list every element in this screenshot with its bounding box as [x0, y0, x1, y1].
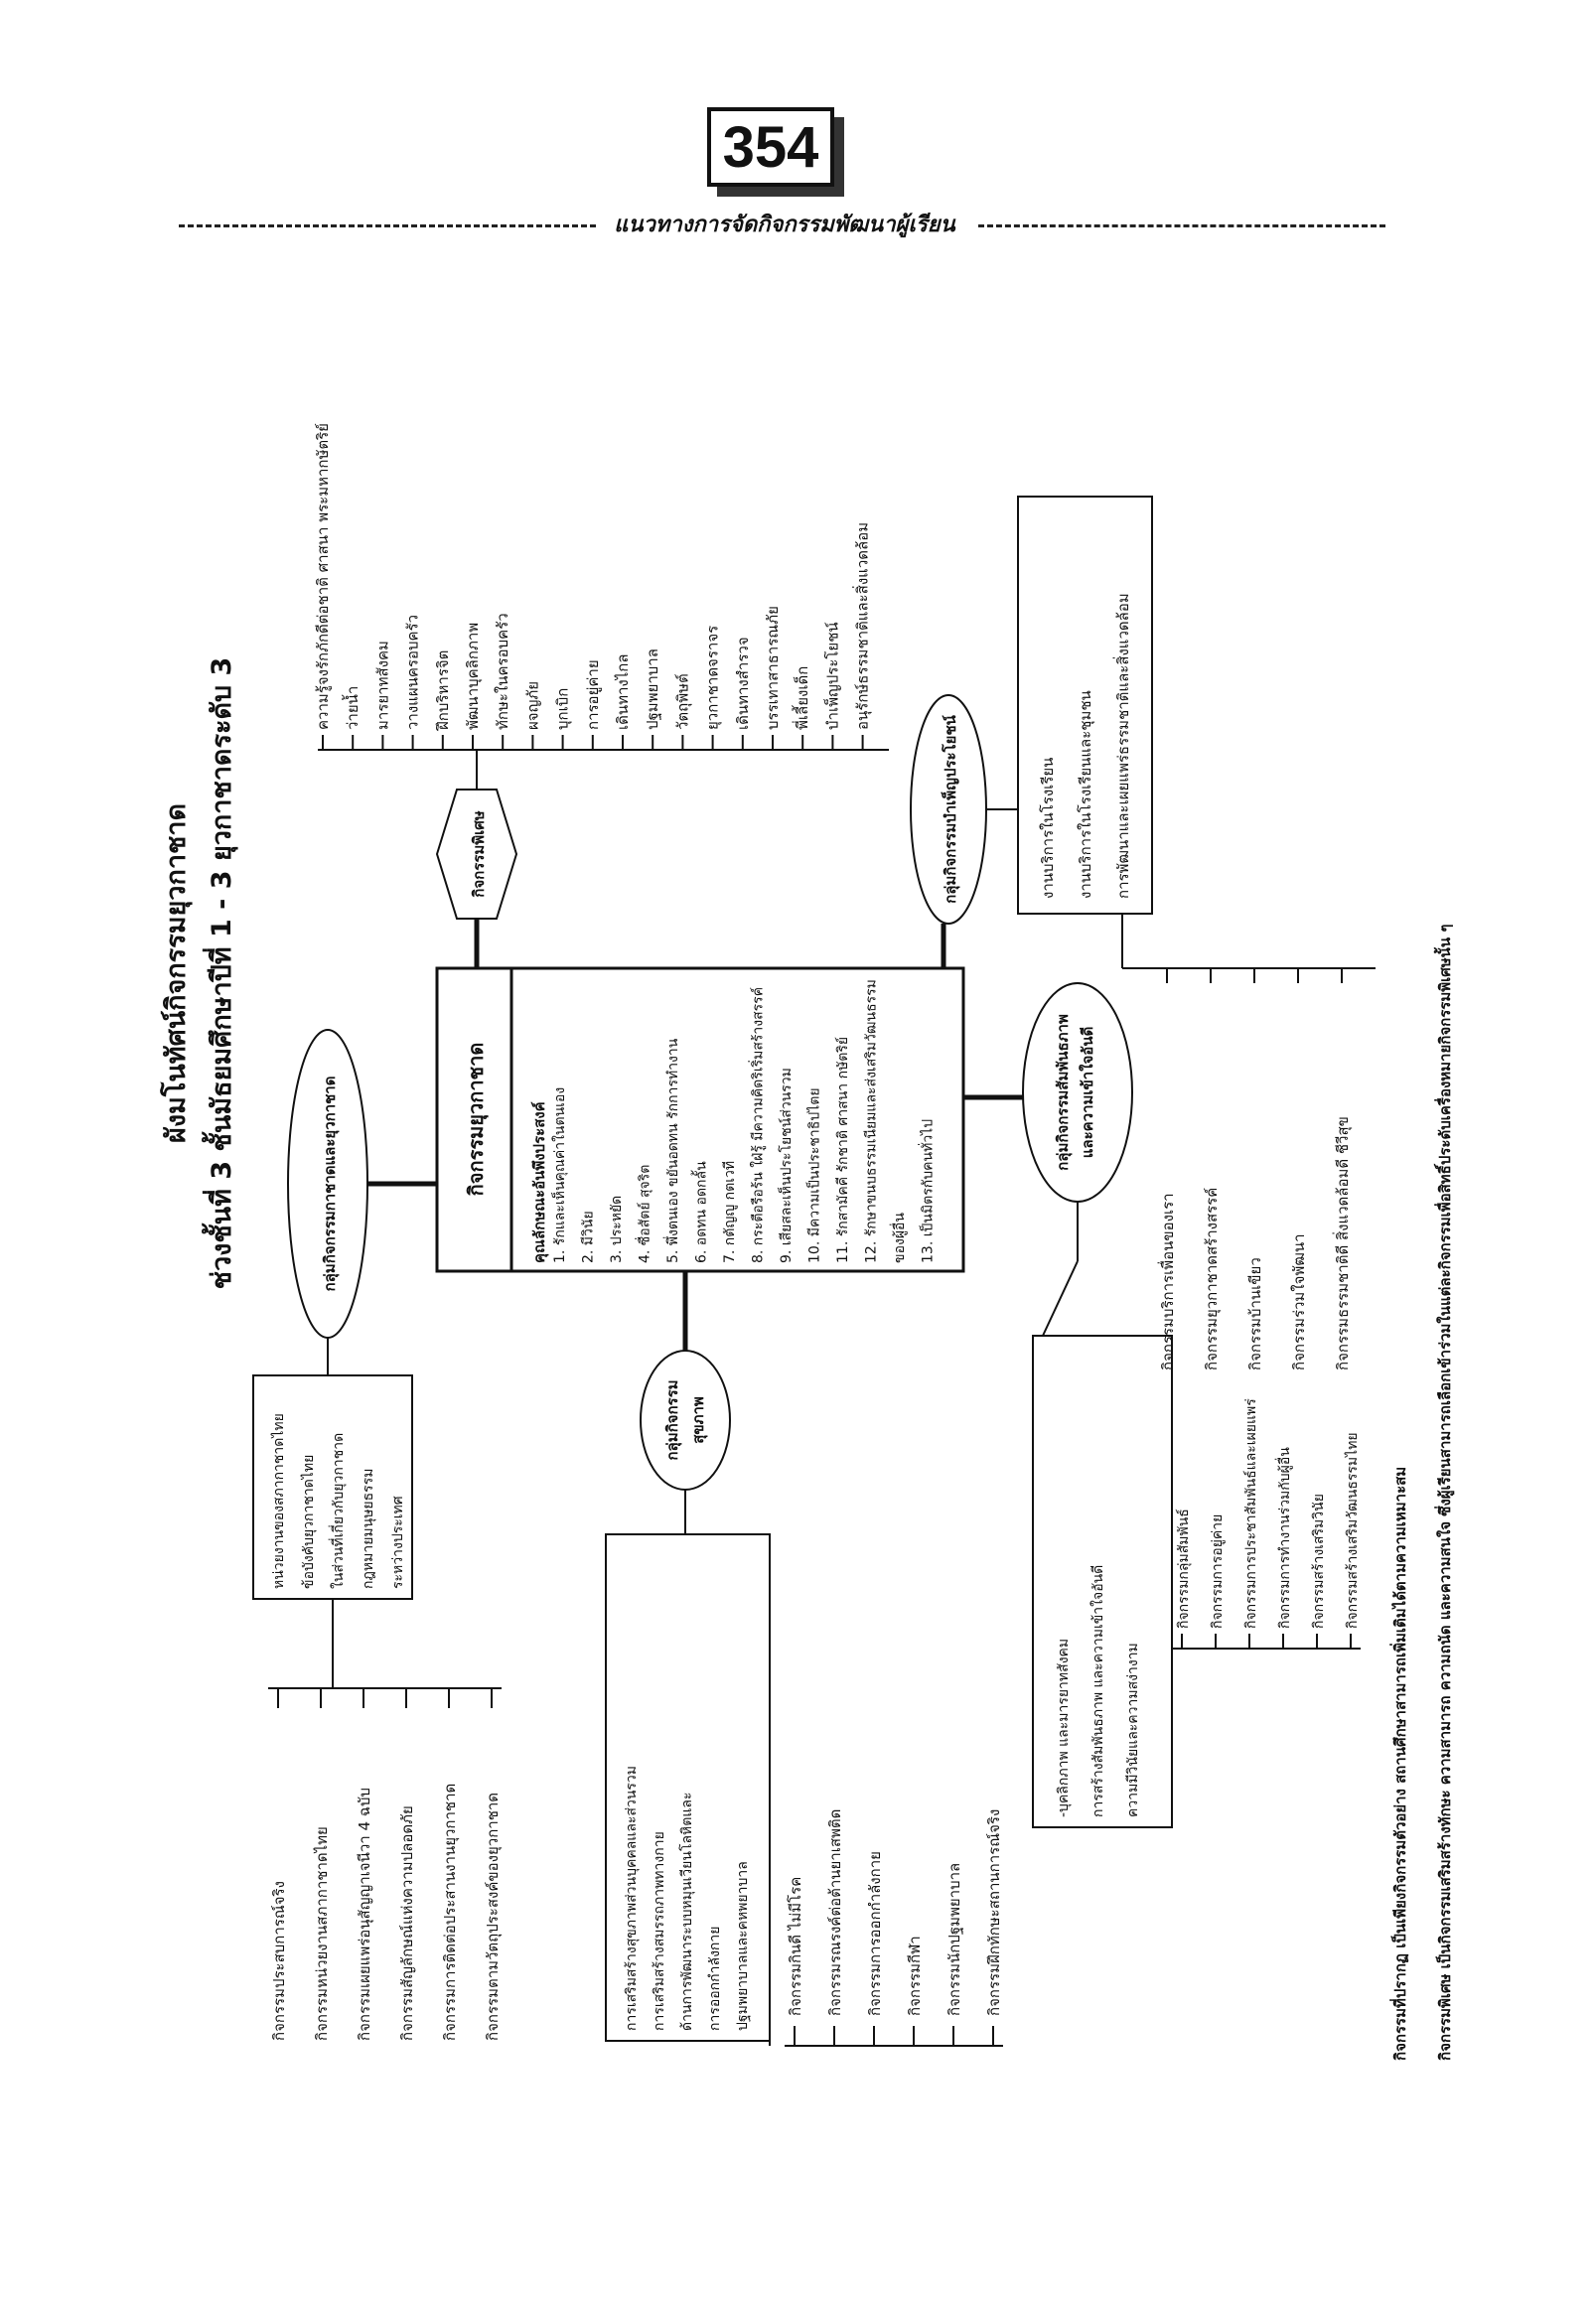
- health-item: กิจกรรมรณรงค์ต่อต้านยาเสพติด: [826, 1809, 844, 2016]
- health-box-line: การเสริมสร้างสุขภาพส่วนบุคคลและส่วนรวม: [624, 1766, 640, 2031]
- center-attribute-item: 6. อดทน อดกลั้น: [691, 1161, 710, 1263]
- special-item: มารยาทสังคม: [373, 641, 391, 730]
- center-attribute-item: 4. ซื่อสัตย์ สุจริต: [636, 1165, 653, 1263]
- center-attribute-item: 7. กตัญญู กตเวที: [722, 1161, 738, 1263]
- redcross-item: กิจกรรมสัญลักษณ์แห่งความปลอดภัย: [398, 1805, 416, 2041]
- redcross-item: กิจกรรมตามวัตถุประสงค์ของยุวกาชาด: [484, 1793, 503, 2041]
- relation-item: กิจกรรมสร้างเสริมวัฒนธรรมไทย: [1344, 1432, 1361, 1629]
- redcross-item: กิจกรรมหน่วยงานสภากาชาดไทย: [313, 1826, 331, 2041]
- redcross-item: กิจกรรมประสบการณ์จริง: [270, 1881, 288, 2041]
- redcross-box-line: กฎหมายมนุษยธรรม: [361, 1469, 376, 1589]
- service-item: กิจกรรมบริการเพื่อนของเรา: [1157, 1193, 1177, 1370]
- service-box-line: การพัฒนาและเผยแพร่ธรรมชาติและสิ่งแวดล้อม: [1112, 593, 1132, 899]
- special-item: ฝึกบริหารจิต: [434, 650, 452, 732]
- health-box: [605, 1533, 771, 2042]
- redcross-box-line: ข้อบังคับยุวกาชาดไทย: [300, 1455, 317, 1589]
- service-item: กิจกรรมยุวกาชาดสร้างสรรค์: [1203, 1188, 1222, 1370]
- health-label-2: สุขภาพ: [689, 1396, 708, 1444]
- special-label: กิจกรรมพิเศษ: [470, 810, 488, 897]
- center-attribute-item: 12. รักษาขนบธรรมเนียมและส่งเสริมวัฒนธรรม: [864, 979, 880, 1263]
- title-line-1: ผังมโนทัศน์กิจกรรมยุวกาชาด: [159, 803, 193, 1143]
- relation-box: [1032, 1335, 1173, 1828]
- relation-box-line: การสร้างสัมพันธภาพ และความเข้าใจอันดี: [1089, 1565, 1106, 1817]
- center-attribute-item: 3. ประหยัด: [609, 1196, 625, 1263]
- relation-label-2: และความเข้าใจอันดี: [1079, 1027, 1096, 1159]
- special-item: วัตถุพิษต์: [673, 673, 692, 730]
- redcross-item: กิจกรรมเผยแพร่อนุสัญญาเจนีวา 4 ฉบับ: [356, 1788, 374, 2041]
- center-attribute-item: 9. เสียสละเห็นประโยชน์ส่วนรวม: [777, 1068, 795, 1263]
- center-attribute-item: ของผู้อื่น: [890, 1213, 908, 1263]
- redcross-box-line: หน่วยงานของสภากาชาดไทย: [270, 1413, 287, 1589]
- redcross-label: กลุ่มกิจกรรมกาชาดและยุวกาชาด: [321, 1077, 340, 1292]
- health-box-line: การออกกำลังกาย: [707, 1927, 723, 2031]
- special-item: อนุรักษ์ธรรมชาติและสิ่งแวดล้อม: [852, 522, 873, 730]
- center-attribute-item: 13. เป็นมิตรกับคนทั่วไป: [919, 1119, 937, 1263]
- center-attribute-item: 8. กระตือรือร้น ใฝ่รู้ มีความคิดริเริ่มส…: [749, 987, 767, 1263]
- health-item: กิจกรรมกีฬา: [906, 1936, 924, 2016]
- special-item: บุกเบิก: [554, 688, 573, 730]
- redcross-box-line: ในส่วนที่เกี่ยวกับยุวกาชาด: [329, 1433, 347, 1589]
- health-item: กิจกรรมนักปฐมพยาบาล: [945, 1863, 963, 2016]
- service-item: กิจกรรมบ้านเขียว: [1246, 1257, 1264, 1370]
- redcross-box-line: ระหว่างประเทศ: [390, 1496, 406, 1589]
- special-item: ผจญภัย: [523, 681, 541, 730]
- relation-item: กิจกรรมการอยู่ค่าย: [1210, 1514, 1226, 1629]
- footnote: กิจกรรมที่ปรากฏ เป็นเพียงกิจกรรมตัวอย่าง…: [1389, 1467, 1409, 2061]
- special-item: บรรเทาสาธารณภัย: [764, 606, 782, 730]
- center-attribute-item: 11. รักสามัคคี รักชาติ ศาสนา กษัตริย์: [834, 1037, 851, 1263]
- health-item: กิจกรรมการออกกำลังกาย: [866, 1851, 884, 2016]
- relation-box-line: -บุคลิกภาพ และมารยาทสังคม: [1056, 1639, 1072, 1817]
- footnote: กิจกรรมพิเศษ เป็นกิจกรรมเสริมสร้างทักษะ …: [1433, 925, 1455, 2061]
- health-ellipse: [640, 1350, 731, 1491]
- service-box: [1017, 496, 1153, 915]
- health-item: กิจกรรมฝึกทักษะสถานการณ์จริง: [985, 1809, 1003, 2016]
- relation-box-line: ความมีวินัยและความสง่างาม: [1125, 1643, 1141, 1817]
- health-label-1: กลุ่มกิจกรรม: [663, 1379, 682, 1460]
- center-heading: คุณลักษณะอันพึงประสงค์: [530, 1101, 549, 1263]
- special-item: พัฒนาบุคลิกภาพ: [464, 623, 483, 730]
- health-box-line: ปฐมพยาบาลและคหพยาบาล: [735, 1861, 751, 2031]
- special-item: เดินทางไกล: [614, 653, 632, 730]
- redcross-item: กิจกรรมการติดต่อประสานงานยุวกาชาด: [441, 1784, 460, 2041]
- center-title: กิจกรรมยุวกาชาด: [464, 1043, 489, 1197]
- health-item: กิจกรรมกินดี ไม่มีโรค: [787, 1877, 804, 2016]
- center-box: [435, 966, 965, 1273]
- center-attribute-item: 5. พึ่งตนเอง ขยันอดทน รักการทำงาน: [663, 1038, 681, 1263]
- special-item: พี่เลี้ยงเด็ก: [792, 666, 811, 730]
- special-hexagon: [435, 789, 518, 920]
- health-box-line: การเสริมสร้างสมรรถภาพทางกาย: [652, 1831, 667, 2031]
- relation-box-link-b: [1042, 1260, 1079, 1337]
- health-box-line: ด้านการพัฒนาระบบหมุนเวียนโลหิตและ: [678, 1793, 695, 2032]
- relation-item: กิจกรรมการประชาสัมพันธ์และเผยแพร่: [1242, 1398, 1259, 1629]
- service-box-line: งานบริการในโรงเรียนและชุมชน: [1077, 690, 1095, 899]
- special-item: ว่ายน้ำ: [342, 686, 362, 730]
- special-item: ปฐมพยาบาล: [644, 648, 661, 730]
- special-item: ยุวกาชาดจราจร: [704, 626, 723, 730]
- header-rule-left: [179, 224, 596, 227]
- header-text: แนวทางการจัดกิจกรรมพัฒนาผู้เรียน: [614, 213, 955, 237]
- relation-item: กิจกรรมกลุ่มสัมพันธ์: [1175, 1509, 1192, 1629]
- page-number: 354: [707, 107, 834, 187]
- special-item: การอยู่ค่าย: [584, 659, 602, 730]
- center-attribute-item: 10. มีความเป็นประชาธิปไตย: [805, 1087, 823, 1263]
- special-item: บำเพ็ญประโยชน์: [822, 622, 841, 730]
- special-item: วางแผนครอบครัว: [404, 615, 422, 730]
- center-attribute-item: 2. มีวินัย: [581, 1211, 597, 1263]
- service-item: กิจกรรมธรรมชาติดี สิ่งแวดล้อมดี ชีวีสุข: [1332, 1116, 1353, 1370]
- center-attribute-item: 1. รักและเห็นคุณค่าในตนเอง: [550, 1087, 568, 1263]
- service-box-line: งานบริการในโรงเรียน: [1039, 758, 1057, 899]
- relation-label-1: กลุ่มกิจกรรมสัมพันธภาพ: [1054, 1014, 1073, 1171]
- special-item: ความรู้จงรักภักดีต่อชาติ ศาสนา พระมหากษั…: [314, 423, 332, 730]
- service-item: กิจกรรมร่วมใจพัฒนา: [1290, 1233, 1308, 1370]
- special-item: เดินทางสำรวจ: [734, 637, 752, 730]
- relation-item: กิจกรรมสร้างเสริมวินัย: [1311, 1494, 1327, 1629]
- title-line-2: ช่วงชั้นที่ 3 ชั้นมัธยมศึกษาปีที่ 1 - 3 …: [201, 657, 238, 1290]
- relation-item: กิจกรรมการทำงานร่วมกับผู้อื่น: [1275, 1447, 1293, 1629]
- relation-ellipse: [1022, 982, 1133, 1203]
- header-rule-right: [978, 224, 1385, 227]
- special-item: ทักษะในครอบครัว: [494, 613, 511, 730]
- service-label: กลุ่มกิจกรรมบำเพ็ญประโยชน์: [941, 714, 960, 904]
